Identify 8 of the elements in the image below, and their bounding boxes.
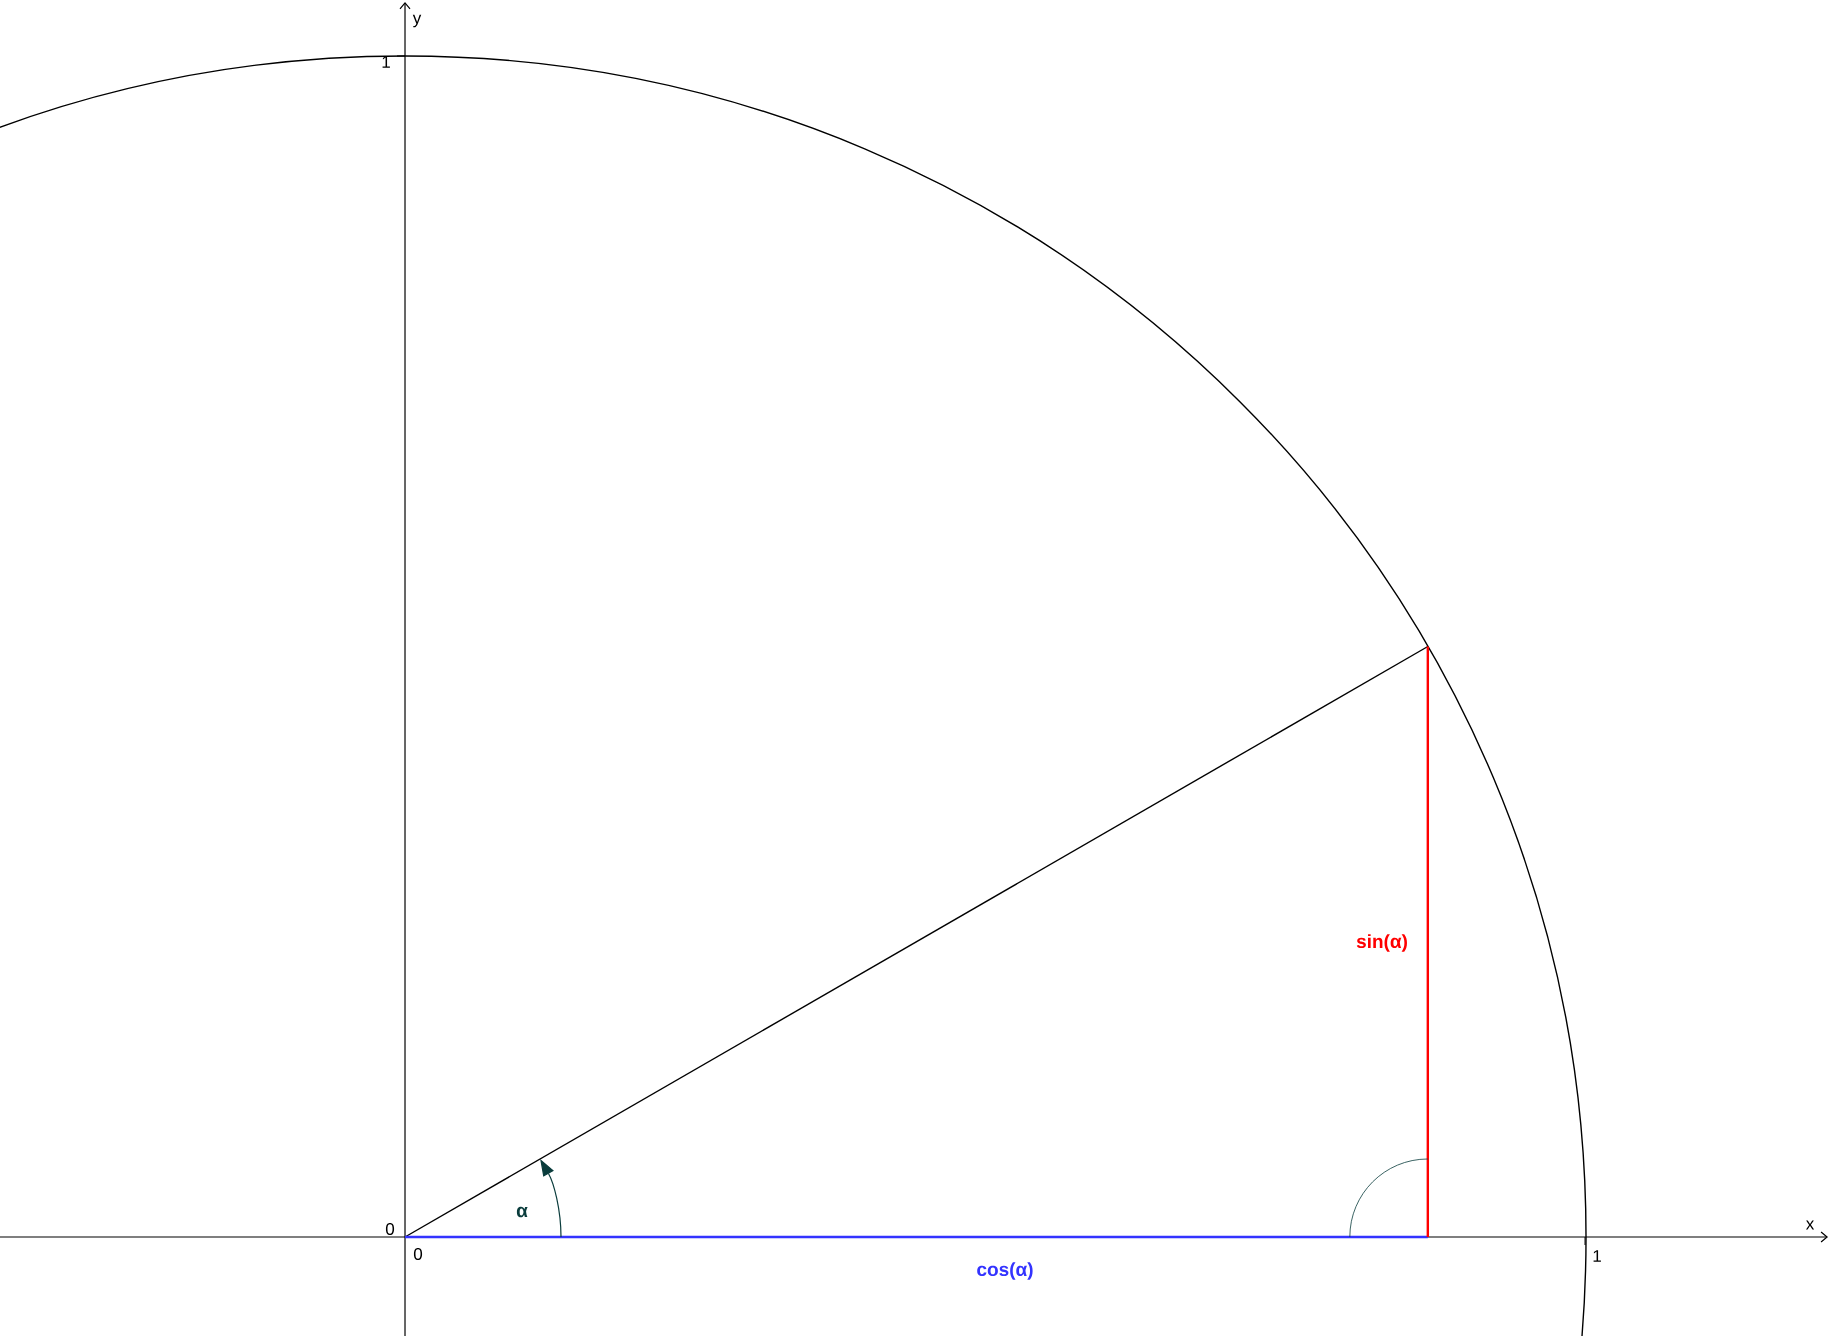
- tick-label: 1: [1593, 1250, 1601, 1262]
- side-label: cos(α): [977, 1262, 1033, 1280]
- tick-label: 0: [413, 1248, 423, 1260]
- axis-label: y: [412, 14, 422, 28]
- angle-label: α: [516, 1206, 528, 1218]
- side-label: sin(α): [1356, 934, 1407, 952]
- tick-label: 0: [385, 1223, 395, 1235]
- axis-label: x: [1805, 1220, 1815, 1230]
